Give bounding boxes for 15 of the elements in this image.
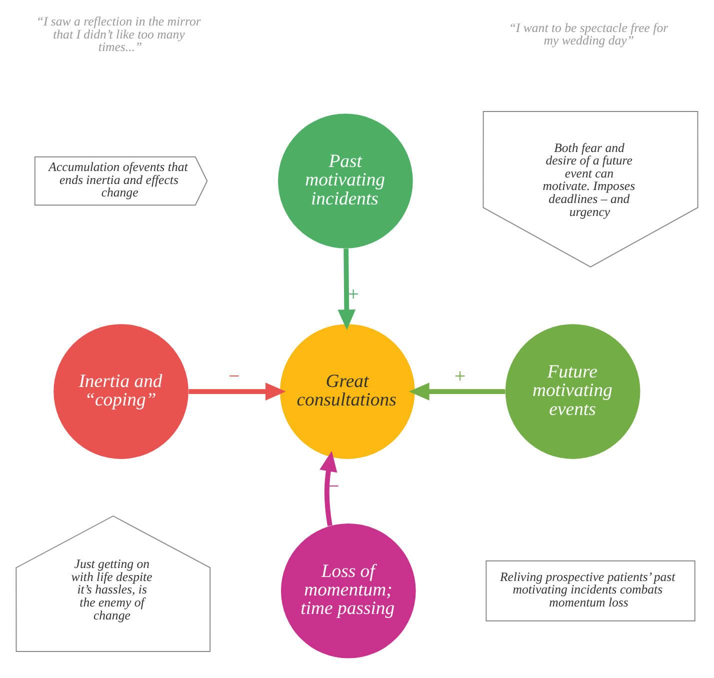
node-circle: Future motivating events (505, 324, 640, 459)
node-circle: Loss of momentum; time passing (280, 523, 416, 658)
edge-label: + (454, 366, 466, 388)
label: “I saw a reflection in the mirror that I didn’t like too many times...” (36, 14, 201, 54)
arrow (408, 382, 506, 400)
arrow (320, 450, 338, 526)
node-circle: Past motivating incidents (278, 114, 413, 248)
edge-label: − (228, 366, 240, 388)
edge-label: − (328, 475, 340, 498)
label: “I want to be spectacle free for my wedding day” (508, 20, 668, 48)
node-circle: Great consultations (280, 324, 415, 459)
arrow (188, 382, 286, 400)
node-box: Reliving prospective patients’ past motivating incidents combats momentum loss (486, 560, 696, 622)
arrow (338, 248, 356, 330)
node-circle: Inertia and “coping” (54, 324, 188, 459)
